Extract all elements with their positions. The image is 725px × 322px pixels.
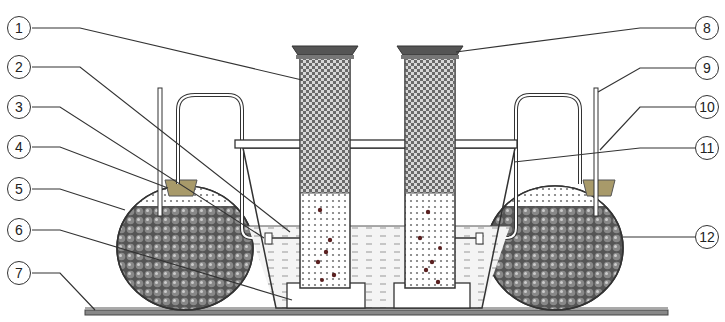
callout-number: 11 (700, 141, 715, 155)
callout-number: 12 (699, 230, 715, 244)
callout-circle: 8 (695, 16, 719, 40)
callout-number: 8 (703, 21, 711, 35)
callout-circle: 10 (695, 95, 719, 119)
callout-circle: 9 (695, 56, 719, 80)
callout-number: 6 (15, 223, 23, 237)
callout-number: 10 (699, 100, 715, 114)
callout-number: 3 (15, 100, 23, 114)
callout-circle: 5 (7, 177, 31, 201)
callout-circle: 3 (7, 95, 31, 119)
callout-number: 5 (15, 182, 23, 196)
callout-number: 2 (15, 60, 23, 74)
callout-number: 9 (703, 61, 711, 75)
callout-circle: 7 (7, 261, 31, 285)
callout-circle: 4 (7, 135, 31, 159)
callout-circle: 11 (695, 136, 719, 160)
callout-circle: 1 (7, 16, 31, 40)
callout-circle: 2 (7, 55, 31, 79)
callout-number: 4 (15, 140, 23, 154)
callout-number: 7 (15, 266, 23, 280)
callout-number: 1 (15, 21, 23, 35)
callout-circle: 6 (7, 218, 31, 242)
callout-circle: 12 (695, 225, 719, 249)
